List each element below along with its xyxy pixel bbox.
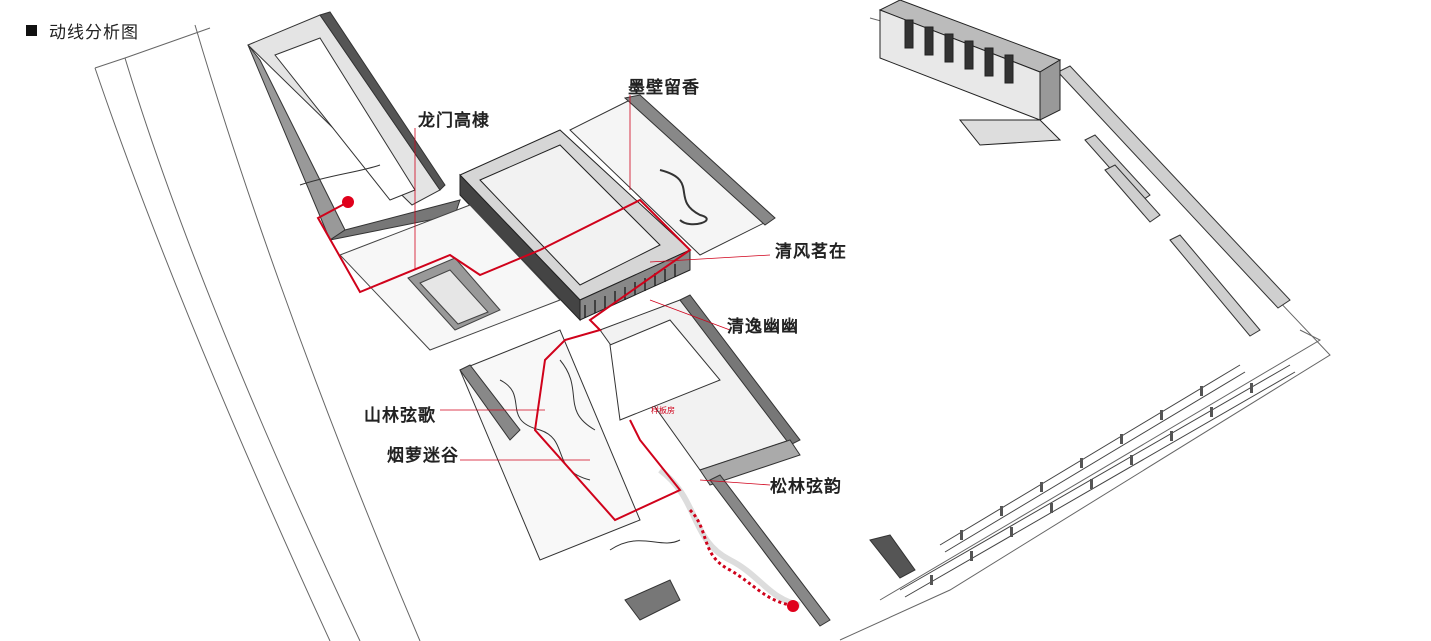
route-start-dot [342, 196, 354, 208]
songlin-path [609, 467, 916, 627]
label-longmen: 龙门高棣 [418, 111, 490, 131]
road-edge-outer [94, 67, 331, 641]
residential-building [878, 0, 1062, 146]
label-qingyi: 清逸幽幽 [727, 317, 799, 337]
route-end-dot [787, 600, 799, 612]
show-house [599, 294, 801, 486]
road-edge-inner [194, 24, 421, 641]
leader-lines [414, 95, 771, 486]
fence-posts [930, 383, 1253, 585]
page-title: 动线分析图 [49, 23, 139, 43]
right-fence-walls [1057, 65, 1291, 337]
label-mobi: 墨壁留香 [628, 78, 700, 98]
label-yanluo: 烟萝迷谷 [387, 446, 459, 466]
circulation-route [316, 198, 791, 607]
right-lot-inner [879, 329, 1322, 601]
header-square-icon [26, 25, 37, 36]
road-edge-mid [124, 57, 361, 641]
label-shanlin: 山林弦歌 [364, 406, 436, 426]
header: 动线分析图 [26, 18, 139, 43]
road-top [94, 27, 211, 69]
entrance-court [247, 11, 461, 241]
right-fence-lower [899, 364, 1296, 598]
label-qingfeng: 清风茗在 [775, 242, 847, 262]
shanlin-garden [459, 329, 641, 561]
front-plaza [339, 204, 561, 351]
label-songlin: 松林弦韵 [770, 477, 842, 497]
label-yangban: 样板房 [651, 406, 675, 415]
mobi-garden [569, 94, 776, 256]
